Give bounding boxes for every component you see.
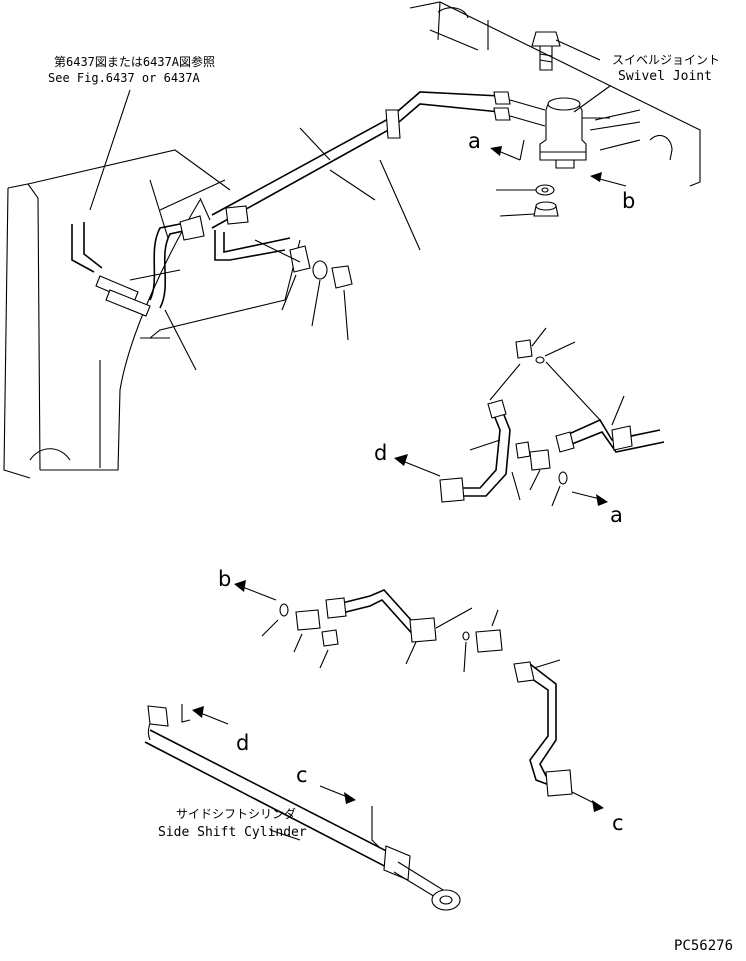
swivel-joint-part bbox=[539, 97, 641, 169]
direction-arrows bbox=[192, 139, 627, 812]
side-shift-cylinder bbox=[144, 704, 461, 911]
label-b-upper: b bbox=[622, 189, 635, 213]
right-hose-c bbox=[513, 659, 573, 797]
left-hose-group bbox=[71, 179, 205, 371]
lower-pipe-assembly bbox=[261, 589, 503, 673]
label-d-lower: d bbox=[236, 731, 249, 755]
callout-leaders bbox=[89, 85, 611, 841]
middle-hose-assembly bbox=[439, 327, 665, 507]
swivel-label-en: Swivel Joint bbox=[618, 69, 712, 84]
vehicle-frame bbox=[3, 149, 301, 479]
cylinder-label-en: Side Shift Cylinder bbox=[158, 825, 307, 840]
upper-pipe-assembly bbox=[159, 91, 546, 341]
top-plate bbox=[409, 1, 701, 187]
ref-label-jp: 第6437図または6437A図参照 bbox=[54, 54, 215, 69]
washer-nut-parts bbox=[496, 184, 559, 217]
label-a-upper: a bbox=[468, 129, 481, 153]
swivel-label-jp: スイベルジョイント bbox=[612, 53, 720, 67]
cylinder-label-jp: サイドシフトシリンダ bbox=[176, 806, 296, 821]
label-a-lower: a bbox=[610, 503, 623, 527]
label-d-upper: d bbox=[374, 441, 387, 465]
label-b-lower: b bbox=[218, 567, 231, 591]
label-c-right: c bbox=[612, 811, 624, 835]
drawing-number: PC56276 bbox=[674, 938, 733, 954]
bolt-part bbox=[531, 31, 601, 71]
label-c-left: c bbox=[296, 763, 308, 787]
ref-label-en: See Fig.6437 or 6437A bbox=[48, 71, 200, 85]
